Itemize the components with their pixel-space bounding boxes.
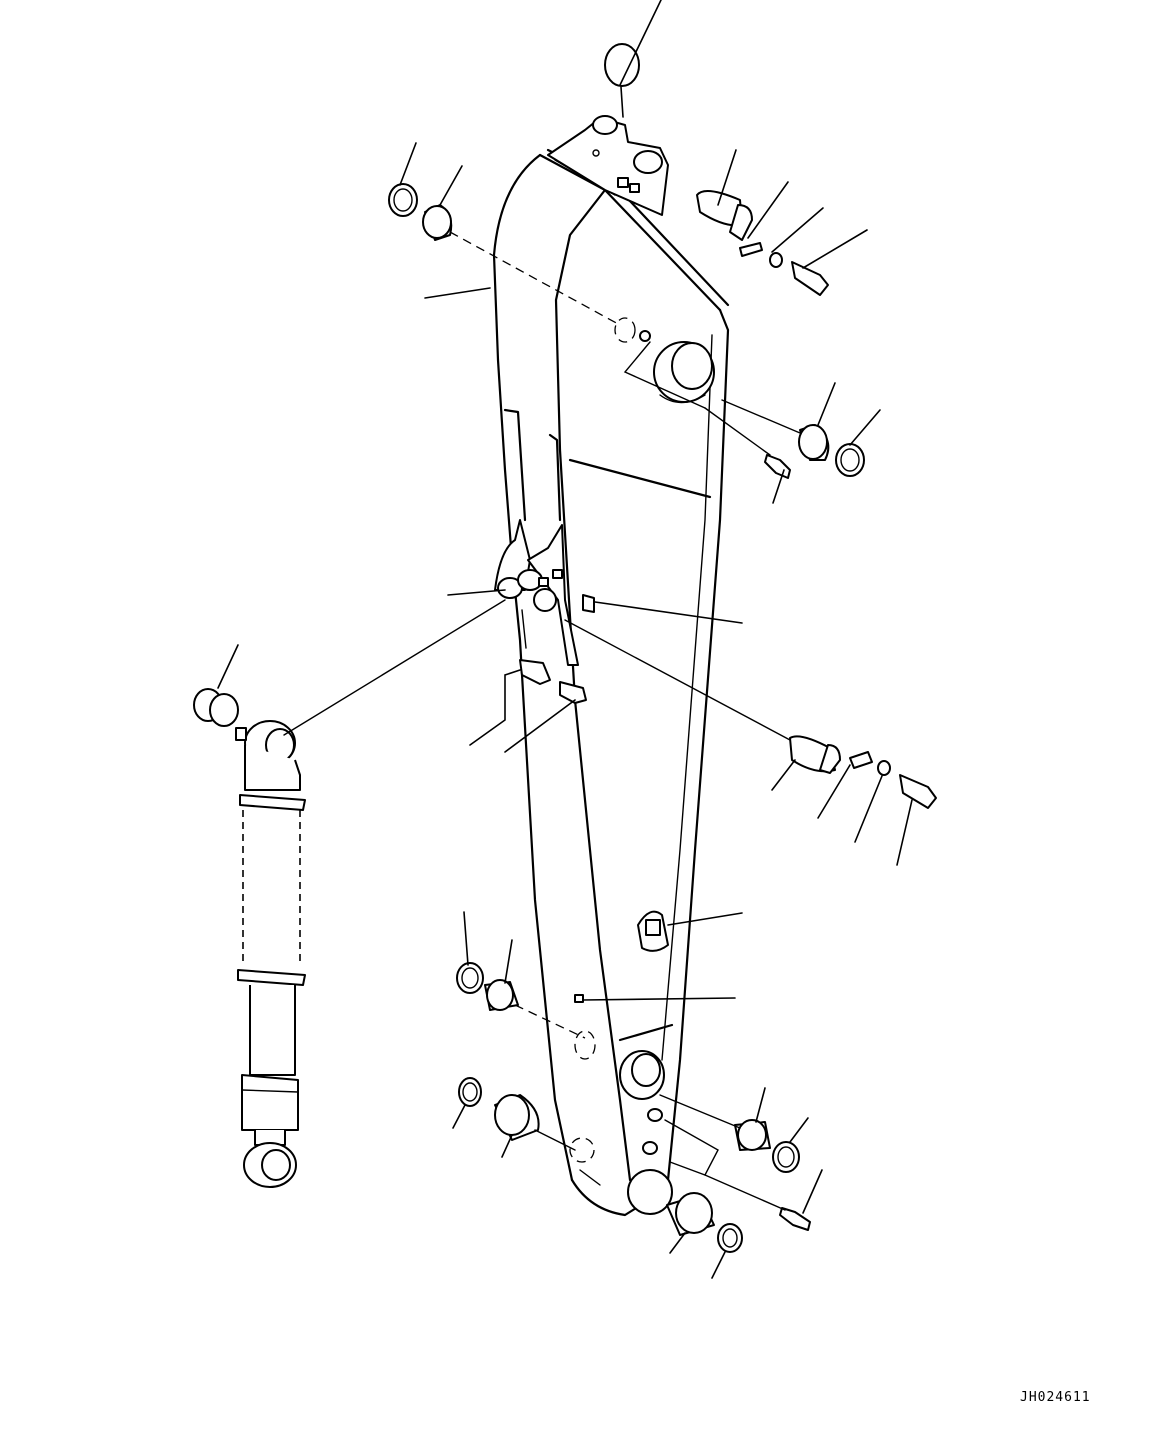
cylinder-bracket (494, 519, 595, 704)
boss-upper (614, 317, 715, 404)
lower-left-seal-bushing (458, 1077, 540, 1141)
pin-middle (789, 735, 937, 809)
drawing-code-label: JH024611 (1020, 1390, 1091, 1405)
upper-right-bushing-seal (798, 424, 865, 477)
upper-left-seal-bushing (388, 183, 453, 241)
arm-body (492, 148, 730, 1217)
lower-right-bushing-seal (666, 1119, 800, 1253)
shims (193, 688, 239, 727)
callout-leaders (217, 0, 913, 1279)
assembly-centerlines (283, 231, 801, 1211)
grease-fitting-upper (764, 454, 791, 479)
top-washer (604, 43, 640, 87)
grease-fitting-lower (779, 1207, 811, 1231)
pin-upper (696, 190, 829, 296)
bucket-cylinder (235, 720, 306, 1188)
boss-lower (569, 910, 673, 1215)
top-bracket (547, 115, 669, 216)
middle-left-seal-bushing (456, 962, 519, 1011)
